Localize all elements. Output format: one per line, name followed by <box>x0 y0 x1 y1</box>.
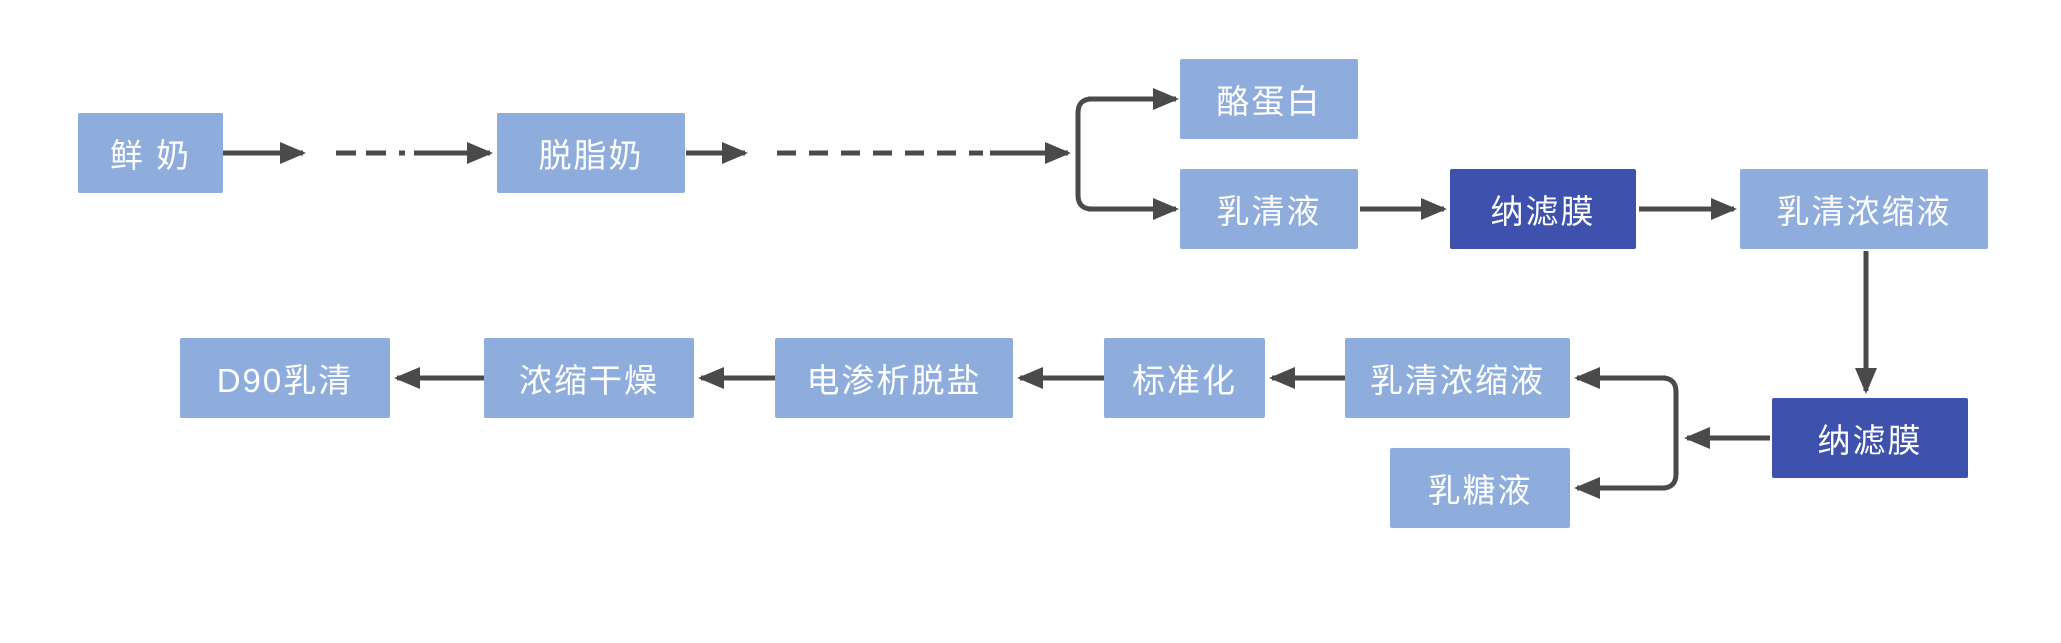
node-whey-concentrate-1: 乳清浓缩液 <box>1740 169 1988 249</box>
node-nf-membrane-2: 纳滤膜 <box>1772 398 1968 478</box>
node-skim-milk: 脱脂奶 <box>497 113 685 193</box>
node-concentration-drying: 浓缩干燥 <box>484 338 694 418</box>
node-nf-membrane-1: 纳滤膜 <box>1450 169 1636 249</box>
node-standardization: 标准化 <box>1104 338 1265 418</box>
node-whey-liquid: 乳清液 <box>1180 169 1358 249</box>
node-whey-concentrate-2: 乳清浓缩液 <box>1345 338 1570 418</box>
node-casein: 酪蛋白 <box>1180 59 1358 139</box>
node-d90-whey: D90乳清 <box>180 338 390 418</box>
branch-bracket-casein-whey <box>1075 88 1179 220</box>
branch-bracket-concentrate-lactose <box>1574 367 1679 499</box>
node-fresh-milk: 鲜 奶 <box>78 113 223 193</box>
node-lactose-liquid: 乳糖液 <box>1390 448 1570 528</box>
node-electrodialysis-desalting: 电渗析脱盐 <box>775 338 1013 418</box>
